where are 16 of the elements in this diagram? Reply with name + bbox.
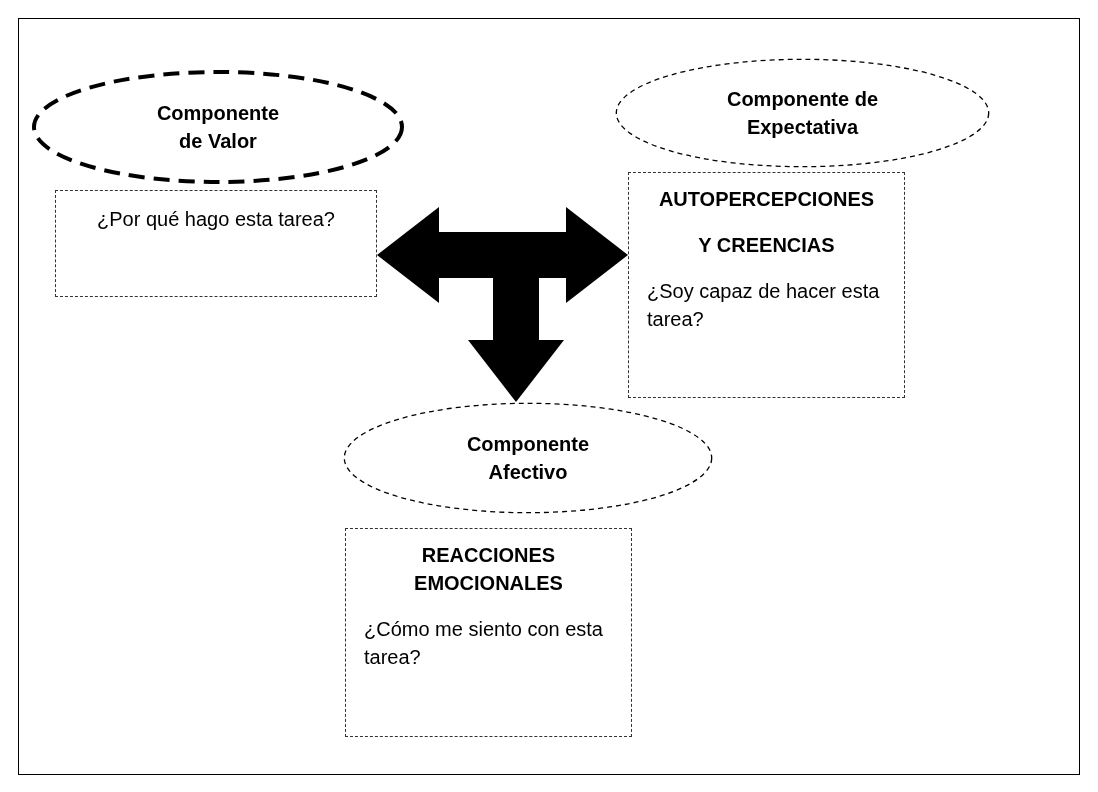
node-heading: Componente de Expectativa bbox=[725, 87, 880, 140]
node-heading: AUTOPERCEPCIONES bbox=[657, 187, 876, 212]
node-question: ¿Cómo me siento con esta tarea? bbox=[364, 617, 604, 670]
dashed-text-box bbox=[55, 190, 377, 297]
dashed-ellipse bbox=[615, 58, 990, 168]
dashed-ellipse bbox=[30, 68, 406, 186]
node-question: ¿Por qué hago esta tarea? bbox=[96, 207, 336, 232]
node-heading: REACCIONES EMOCIONALES bbox=[413, 543, 564, 596]
node-question: ¿Soy capaz de hacer esta tarea? bbox=[647, 279, 881, 332]
block-arrow bbox=[377, 207, 628, 303]
node-heading: Y CREENCIAS bbox=[697, 233, 836, 258]
dashed-text-box bbox=[628, 172, 905, 398]
dashed-ellipse bbox=[343, 402, 713, 514]
node-heading: Componente Afectivo bbox=[465, 432, 591, 485]
dashed-text-box bbox=[345, 528, 632, 737]
node-heading: Componente de Valor bbox=[155, 101, 281, 154]
